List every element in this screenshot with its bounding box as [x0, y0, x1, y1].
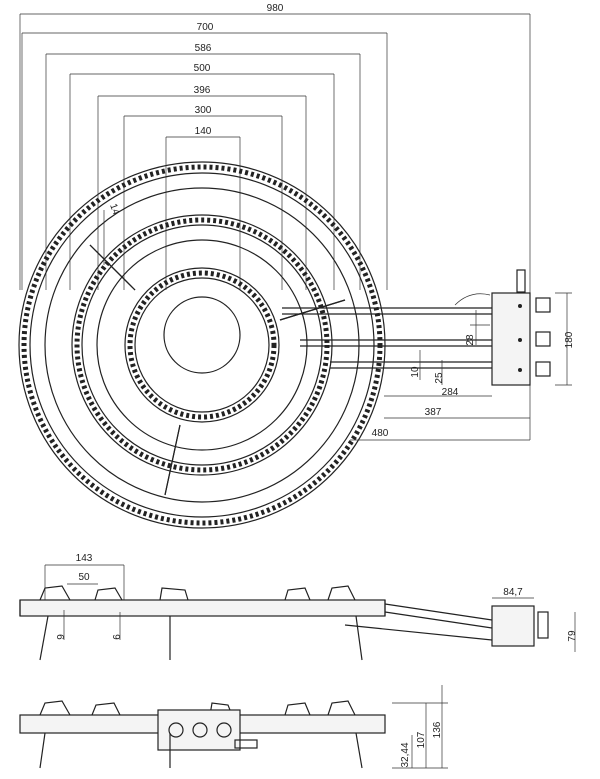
side-view: 143 50 84,7 9 6 79 — [19, 553, 578, 661]
dim-50: 50 — [78, 572, 90, 583]
dim-980: 980 — [267, 3, 284, 14]
dim-284: 284 — [442, 387, 459, 398]
dim-143: 143 — [76, 553, 93, 564]
dim-32-44: 32,44 — [400, 742, 411, 767]
dim-180: 180 — [564, 331, 575, 348]
dim-28: 28 — [465, 334, 476, 346]
gas-pipes — [282, 293, 492, 369]
dim-387: 387 — [425, 407, 442, 418]
dim-396: 396 — [194, 85, 211, 96]
valve-block-side — [491, 605, 535, 647]
valve-assembly-front — [157, 709, 241, 751]
horizontal-dimensions: 980 700 586 500 396 300 — [19, 3, 531, 440]
dim-586: 586 — [195, 43, 212, 54]
valve-knob-3 — [535, 361, 551, 377]
dim-107: 107 — [416, 731, 427, 748]
dim-84-7: 84,7 — [503, 587, 523, 598]
top-view: 980 700 586 500 396 300 — [18, 3, 575, 529]
right-dimensions: 180 28 10 25 284 387 480 — [350, 292, 575, 441]
dim-9: 9 — [56, 634, 67, 640]
dim-25: 25 — [434, 372, 445, 384]
dim-angle-14: 14 — [107, 202, 121, 217]
dim-500: 500 — [194, 63, 211, 74]
dim-79: 79 — [567, 630, 578, 642]
dim-700: 700 — [197, 22, 214, 33]
valve-block — [491, 269, 551, 386]
dim-136: 136 — [432, 721, 443, 738]
dim-6: 6 — [112, 634, 123, 640]
valve-knob-2 — [535, 331, 551, 347]
burner-rings — [18, 161, 386, 529]
dim-140: 140 — [195, 126, 212, 137]
dim-10: 10 — [410, 366, 421, 378]
dim-300: 300 — [195, 105, 212, 116]
support-spokes: 14 — [89, 202, 346, 496]
dim-480: 480 — [372, 428, 389, 439]
burner-rim-side — [19, 599, 386, 617]
valve-knob-1 — [535, 297, 551, 313]
front-view: 32,44 107 136 — [19, 685, 448, 769]
